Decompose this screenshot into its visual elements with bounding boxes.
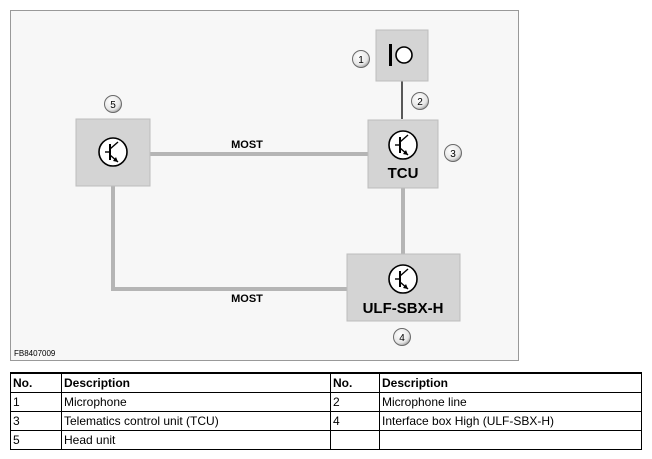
item-description: Head unit: [61, 430, 331, 450]
item-description: [379, 430, 642, 450]
legend-table: No. Description No. Description 1 Microp…: [10, 372, 642, 450]
svg-text:5: 5: [110, 100, 116, 111]
header-no: No.: [10, 372, 62, 393]
transistor-icon: [388, 264, 418, 294]
item-number: 5: [10, 430, 62, 450]
wires: [111, 152, 405, 291]
callout-1: 1: [352, 50, 370, 68]
header-description: Description: [61, 372, 331, 393]
most-label-top: MOST: [231, 139, 263, 151]
item-number: [330, 430, 380, 450]
wiring-diagram: TCU ULF-SBX-H MOST MOST 1: [14, 29, 462, 358]
tcu-label: TCU: [388, 165, 419, 182]
svg-text:3: 3: [450, 149, 456, 160]
microphone: [375, 29, 429, 82]
head-unit: [75, 118, 151, 187]
transistor-icon: [98, 137, 128, 167]
svg-text:4: 4: [399, 333, 405, 344]
transistor-icon: [388, 130, 418, 160]
item-description: Microphone line: [379, 392, 642, 412]
item-description: Telematics control unit (TCU): [61, 411, 331, 431]
header-no: No.: [330, 372, 380, 393]
microphone-icon: [389, 44, 413, 66]
ulf-sbx-h-module: ULF-SBX-H: [346, 253, 461, 322]
header-description: Description: [379, 372, 642, 393]
callout-2: 2: [411, 92, 429, 110]
most-label-bottom: MOST: [231, 293, 263, 305]
table-row: 5 Head unit: [10, 430, 642, 450]
table-row: 3 Telematics control unit (TCU) 4 Interf…: [10, 411, 642, 431]
item-number: 3: [10, 411, 62, 431]
svg-text:2: 2: [417, 97, 423, 108]
svg-text:1: 1: [358, 55, 364, 66]
item-description: Microphone: [61, 392, 331, 412]
item-description: Interface box High (ULF-SBX-H): [379, 411, 642, 431]
callout-4: 4: [393, 328, 411, 346]
item-number: 1: [10, 392, 62, 412]
table-row: 1 Microphone 2 Microphone line: [10, 392, 642, 412]
item-number: 2: [330, 392, 380, 412]
callout-3: 3: [444, 144, 462, 162]
figure-reference: FB8407009: [14, 349, 56, 358]
legend-header-row: No. Description No. Description: [10, 372, 642, 393]
ulf-label: ULF-SBX-H: [363, 300, 444, 317]
callout-5: 5: [104, 95, 122, 113]
item-number: 4: [330, 411, 380, 431]
most-bus-bottom: [111, 186, 347, 291]
tcu-module: TCU: [367, 119, 439, 189]
